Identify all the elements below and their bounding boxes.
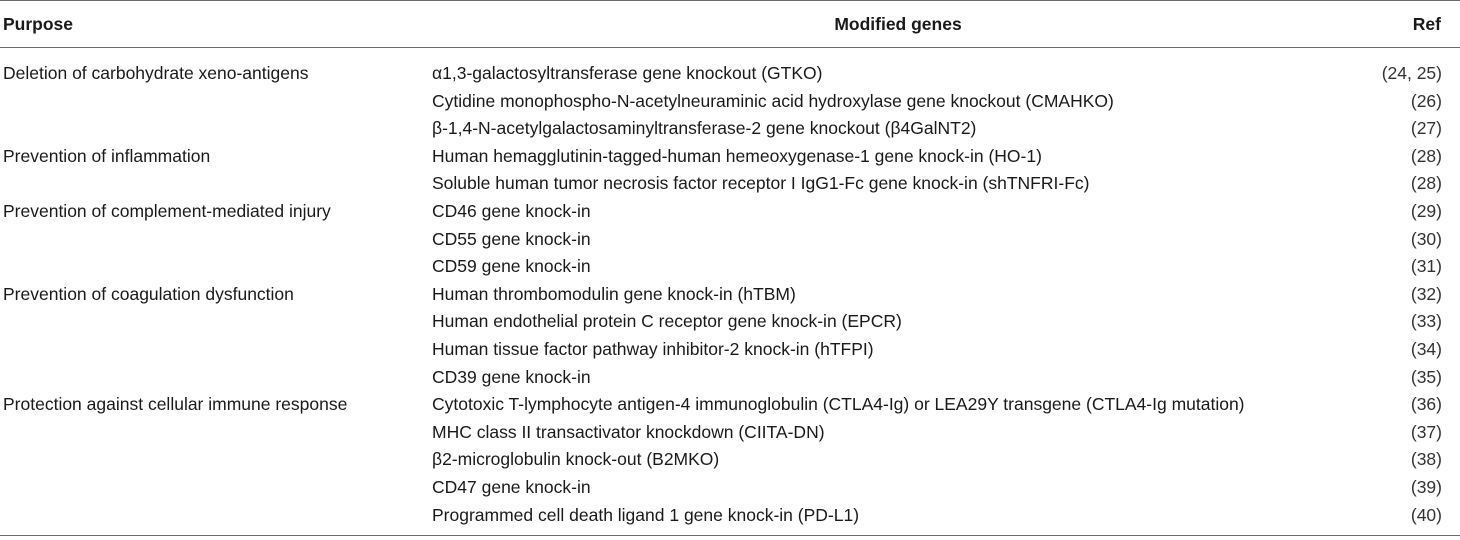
purpose-cell [0,115,416,143]
purpose-cell: Prevention of complement-mediated injury [3,200,331,221]
header-ref: Ref [1380,0,1460,48]
table-header: Purpose Modified genes Ref [0,0,1460,48]
table-row: CD59 gene knock-in (31) [0,253,1460,281]
table-row: Protection against cellular immune respo… [0,391,1460,419]
table-row: Prevention of inflammation Human hemaggl… [0,143,1460,171]
purpose-cell: Prevention of inflammation [3,145,211,166]
table-row: Human tissue factor pathway inhibitor-2 … [0,336,1460,364]
purpose-cell [0,474,416,502]
ref-cell: (29) [1410,200,1442,221]
gene-cell: Cytotoxic T-lymphocyte antigen-4 immunog… [432,394,1245,415]
ref-cell: (34) [1410,338,1442,359]
ref-cell: (39) [1410,476,1442,497]
gene-cell: Human endothelial protein C receptor gen… [432,311,902,332]
gene-cell: β-1,4-N-acetylgalactosaminyltransferase-… [432,118,977,139]
purpose-cell [0,170,416,198]
table-row: Prevention of coagulation dysfunction Hu… [0,281,1460,309]
table-row: β2-microglobulin knock-out (B2MKO) (38) [0,446,1460,474]
purpose-cell: Deletion of carbohydrate xeno-antigens [3,63,309,83]
ref-cell: (27) [1410,118,1442,139]
ref-cell: (24, 25) [1381,63,1442,83]
purpose-cell [0,364,416,392]
gene-cell: Cytidine monophospho-N-acetylneuraminic … [432,90,1114,111]
purpose-cell [0,253,416,281]
header-purpose: Purpose [0,0,416,48]
purpose-cell [0,226,416,254]
header-modified-genes: Modified genes [416,0,1380,48]
gene-cell: CD55 gene knock-in [432,228,591,249]
gene-cell: MHC class II transactivator knockdown (C… [432,421,825,442]
purpose-cell [0,446,416,474]
table-row: MHC class II transactivator knockdown (C… [0,419,1460,447]
ref-cell: (35) [1410,366,1442,387]
table-row: Human endothelial protein C receptor gen… [0,308,1460,336]
gene-cell: CD59 gene knock-in [432,256,591,277]
ref-cell: (32) [1410,283,1442,304]
table-row: Soluble human tumor necrosis factor rece… [0,170,1460,198]
table-body: Deletion of carbohydrate xeno-antigens α… [0,48,1460,537]
table-row: CD39 gene knock-in (35) [0,364,1460,392]
purpose-cell: Prevention of coagulation dysfunction [3,283,294,304]
purpose-cell [0,419,416,447]
ref-cell: (36) [1410,394,1442,415]
gene-cell: CD47 gene knock-in [432,476,591,497]
header-row: Purpose Modified genes Ref [0,0,1460,48]
gene-cell: Human tissue factor pathway inhibitor-2 … [432,338,874,359]
table-row: CD55 gene knock-in (30) [0,226,1460,254]
gene-cell: Human hemagglutinin-tagged-human hemeoxy… [432,145,1042,166]
ref-cell: (30) [1410,228,1442,249]
table-row: Cytidine monophospho-N-acetylneuraminic … [0,88,1460,116]
ref-cell: (38) [1410,449,1442,470]
ref-cell: (40) [1380,501,1460,537]
gene-cell: Human thrombomodulin gene knock-in (hTBM… [432,283,796,304]
purpose-cell [0,501,416,537]
ref-cell: (31) [1410,256,1442,277]
gene-cell: CD39 gene knock-in [432,366,591,387]
purpose-cell [0,336,416,364]
purpose-cell: Protection against cellular immune respo… [3,394,348,415]
ref-cell: (33) [1410,311,1442,332]
purpose-cell [0,88,416,116]
ref-cell: (28) [1410,145,1442,166]
gene-cell: α1,3-galactosyltransferase gene knockout… [432,63,823,83]
table-row: Prevention of complement-mediated injury… [0,198,1460,226]
gene-cell: Soluble human tumor necrosis factor rece… [432,173,1090,194]
purpose-cell [0,308,416,336]
ref-cell: (28) [1410,173,1442,194]
table-row: Deletion of carbohydrate xeno-antigens α… [0,48,1460,88]
table-row: CD47 gene knock-in (39) [0,474,1460,502]
ref-cell: (26) [1410,90,1442,111]
ref-cell: (37) [1410,421,1442,442]
table-row: Programmed cell death ligand 1 gene knoc… [0,501,1460,537]
gene-cell: CD46 gene knock-in [432,200,591,221]
gene-cell: Programmed cell death ligand 1 gene knoc… [416,501,1380,537]
table-row: β-1,4-N-acetylgalactosaminyltransferase-… [0,115,1460,143]
gene-cell: β2-microglobulin knock-out (B2MKO) [432,449,720,470]
